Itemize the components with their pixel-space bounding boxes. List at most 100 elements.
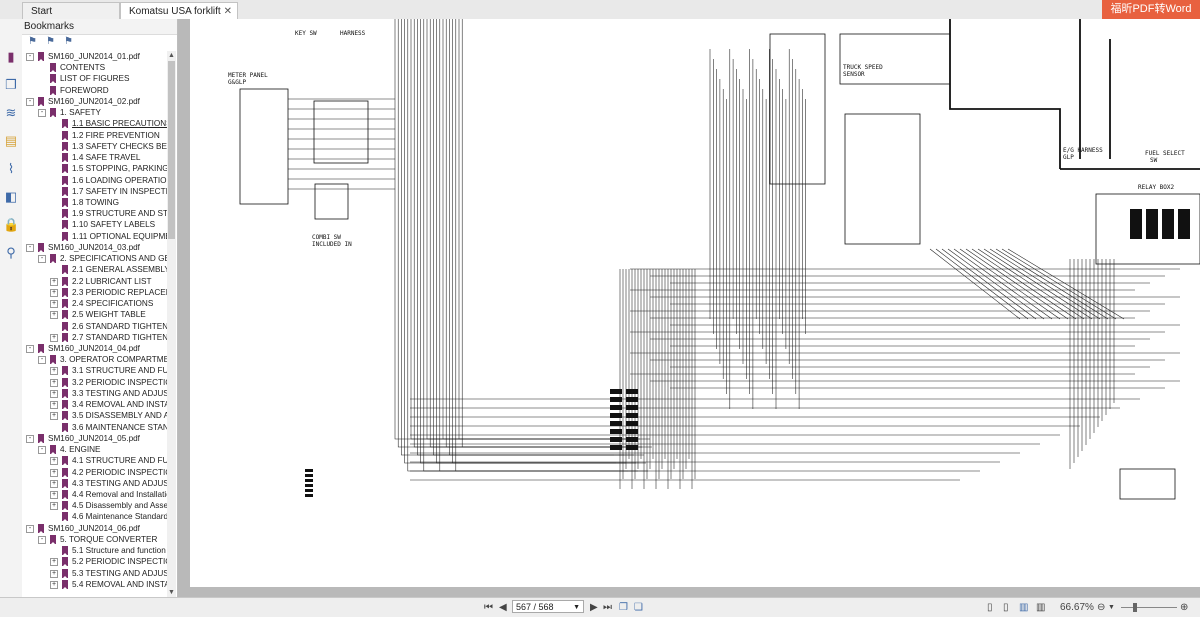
bookmark-label: 1.8 TOWING [72,197,120,207]
bookmark-label: 1.9 STRUCTURE AND STABI [72,209,167,219]
chevron-down-icon[interactable]: ▼ [573,604,580,611]
page-number-input[interactable]: 567 / 568 ▼ [512,600,584,613]
bookmark-label: 1.10 SAFETY LABELS [72,220,156,230]
collapse-icon[interactable]: - [38,109,46,118]
bookmark-icon [50,445,56,455]
document-viewport[interactable]: KEY SW HARNESS METER PANEL G&GLP COMBI S… [178,19,1200,597]
pdf-page: KEY SW HARNESS METER PANEL G&GLP COMBI S… [190,19,1200,587]
security-lock-icon[interactable]: 🔒 [3,217,20,232]
signature-icon[interactable]: ◧ [4,189,18,204]
collapse-icon[interactable]: - [38,446,46,455]
panel-title: Bookmarks [22,19,177,35]
collapse-icon[interactable]: - [38,255,46,264]
zoom-out-icon[interactable]: ⊖ [1097,602,1106,613]
collapse-icon[interactable]: - [26,53,34,61]
bookmark-icon [62,299,68,309]
expand-icon[interactable]: + [50,468,58,477]
single-page-icon[interactable]: ▯ [987,602,993,613]
bookmark-label: 4.1 STRUCTURE AND FUNCT [72,456,167,466]
expand-icon[interactable]: + [50,401,58,410]
last-page-icon[interactable]: ⏭ [603,602,612,613]
bookmark-icon [62,546,68,556]
bookmark-icon [62,377,68,387]
continuous-view-icon[interactable]: ❐ [619,602,628,613]
zoom-menu-icon[interactable]: ▼ [1108,604,1115,611]
collapse-icon[interactable]: - [38,535,46,544]
scroll-down-arrow-icon[interactable]: ▼ [168,589,175,596]
expand-icon[interactable]: + [50,580,58,589]
expand-icon[interactable]: + [50,490,58,499]
expand-icon[interactable]: + [50,333,58,342]
zoom-level[interactable]: 66.67% [1060,602,1094,613]
expand-icon[interactable]: + [50,288,58,297]
two-page-continuous-icon[interactable]: ▥ [1036,602,1046,613]
bookmark-label: 4.6 Maintenance Standard [72,512,167,522]
facing-view-icon[interactable]: ❏ [634,602,643,613]
wiring-diagram: KEY SW HARNESS METER PANEL G&GLP COMBI S… [228,19,1200,500]
zoom-in-icon[interactable]: ⊕ [1180,602,1189,613]
bookmark-label: 1.4 SAFE TRAVEL [72,153,141,163]
bookmark-tools: ⚑ ⚑ ⚑ [22,35,177,51]
scroll-up-arrow-icon[interactable]: ▲ [168,52,175,59]
zoom-slider-track[interactable] [1121,607,1177,608]
collapse-icon[interactable]: - [26,97,34,106]
attachment-icon[interactable]: ⌇ [7,161,15,176]
scroll-thumb[interactable] [168,61,175,239]
bookmark-label: FOREWORD [60,85,109,95]
collapse-icon[interactable]: - [26,243,34,252]
expand-icon[interactable]: + [50,311,58,320]
bookmark-label: 3. OPERATOR COMPARTMENT [60,355,167,365]
bookmark-label: 5.1 Structure and function [72,546,166,556]
collapse-icon[interactable]: - [38,356,46,365]
key-switch-frame [313,100,369,164]
bookmark-icon [62,568,68,578]
bookmark-collapse-icon[interactable]: ⚑ [64,36,73,47]
bookmark-icon [50,74,56,84]
promo-banner[interactable]: 福昕PDF转Word [1102,0,1200,19]
expand-icon[interactable]: + [50,367,58,376]
expand-icon[interactable]: + [50,558,58,567]
bookmark-icon [62,231,68,241]
tab-document[interactable]: Komatsu USA forklift B... ✕ [120,2,238,34]
bookmark-expand-icon[interactable]: ⚑ [46,36,55,47]
resistor-frame [1119,468,1176,500]
tab-start[interactable]: Start [22,2,120,19]
two-page-icon[interactable]: ▥ [1019,602,1029,613]
comments-icon[interactable]: ▤ [4,133,18,148]
bookmark-icon [50,254,56,264]
expand-icon[interactable]: + [50,277,58,286]
bookmark-add-icon[interactable]: ⚑ [28,36,37,47]
next-page-icon[interactable]: ▶ [590,602,598,613]
expand-icon[interactable]: + [50,569,58,578]
bookmark-label: 2.2 LUBRICANT LIST [72,276,152,286]
expand-icon[interactable]: + [50,457,58,466]
expand-icon[interactable]: + [50,502,58,511]
collapse-icon[interactable]: - [26,524,34,533]
search-tool-icon[interactable]: ⚲ [6,245,16,260]
bookmark-icon [62,400,68,410]
relay-box-label: RELAY BOX2 [1138,184,1175,191]
bookmark-icon [62,332,68,342]
prev-page-icon[interactable]: ◀ [499,602,507,613]
first-page-icon[interactable]: ⏮ [484,602,493,613]
tab-bar: Start Komatsu USA forklift B... ✕ 福昕PDF转… [0,0,1200,34]
expand-icon[interactable]: + [50,479,58,488]
layers-icon[interactable]: ≋ [5,105,17,120]
expand-icon[interactable]: + [50,412,58,421]
expand-icon[interactable]: + [50,300,58,309]
close-icon[interactable]: ✕ [223,6,232,17]
collapse-icon[interactable]: - [26,434,34,443]
pages-thumbnail-icon[interactable]: ❐ [5,77,17,92]
expand-icon[interactable]: + [50,389,58,398]
zoom-slider-thumb[interactable] [1133,603,1137,612]
expand-icon[interactable]: + [50,378,58,387]
bookmark-icon [62,422,68,432]
bookmark-scrollbar[interactable]: ▲ ▼ [167,51,176,597]
continuous-page-icon[interactable]: ▯ [1003,602,1009,613]
bookmark-panel-icon[interactable]: ▮ [7,49,15,64]
bookmark-icon [62,276,68,286]
bookmark-icon [50,85,56,95]
bookmark-label: 2.6 STANDARD TIGHTENING [72,321,167,331]
collapse-icon[interactable]: - [26,344,34,353]
